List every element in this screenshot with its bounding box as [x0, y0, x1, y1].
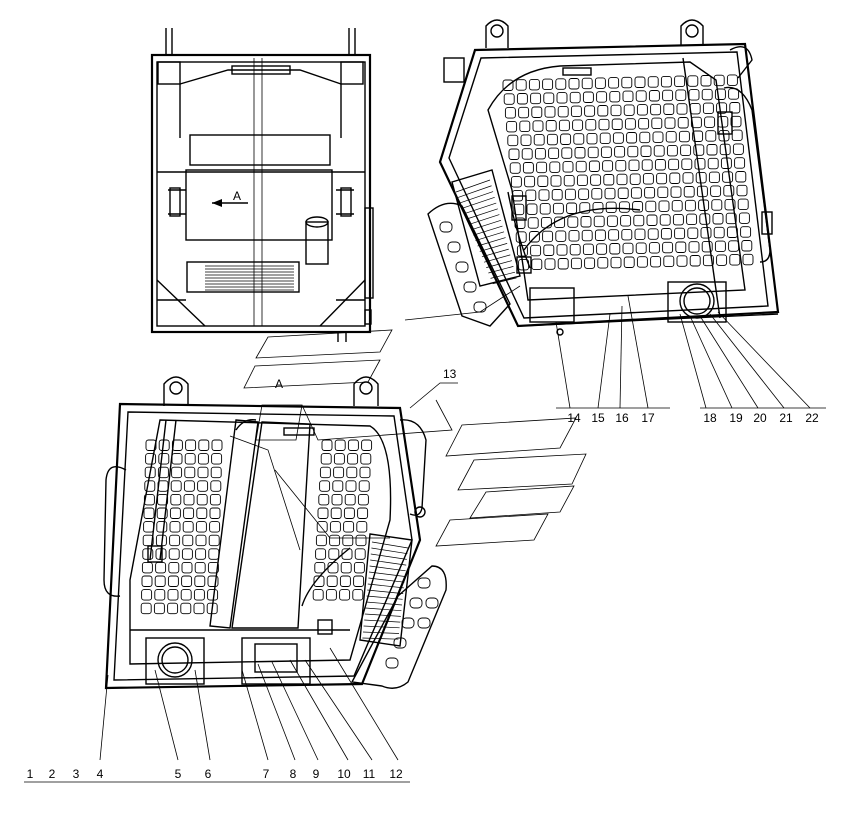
- rear-iso-view: [427, 19, 780, 336]
- leader-lines: [99, 295, 826, 761]
- part-number-2: 2: [49, 767, 56, 781]
- view-a-guide-lines: A: [229, 285, 587, 551]
- part-number-10: 10: [337, 767, 351, 781]
- part-number-6: 6: [205, 767, 212, 781]
- part-number-14: 14: [567, 411, 581, 425]
- top-view: A: [150, 28, 374, 342]
- part-number-18: 18: [703, 411, 717, 425]
- part-number-8: 8: [290, 767, 297, 781]
- part-number-22: 22: [805, 411, 819, 425]
- part-number-7: 7: [263, 767, 270, 781]
- part-number-13: 13: [443, 367, 457, 381]
- part-number-11: 11: [363, 767, 376, 781]
- part-number-9: 9: [313, 767, 320, 781]
- part-number-5: 5: [175, 767, 182, 781]
- part-number-20: 20: [753, 411, 767, 425]
- view-label-top: A: [233, 189, 241, 203]
- part-number-21: 21: [779, 411, 793, 425]
- part-number-row-right: 14 15 16 17 18 19 20 21 22: [567, 411, 819, 425]
- part-number-15: 15: [591, 411, 605, 425]
- part-number-1: 1: [27, 767, 34, 781]
- view-label-section: A: [275, 377, 283, 391]
- part-number-16: 16: [615, 411, 629, 425]
- part-number-4: 4: [97, 767, 104, 781]
- part-number-17: 17: [641, 411, 655, 425]
- part-number-3: 3: [73, 767, 80, 781]
- part-number-19: 19: [729, 411, 743, 425]
- part-number-12: 12: [389, 767, 403, 781]
- front-iso-view: [103, 376, 447, 690]
